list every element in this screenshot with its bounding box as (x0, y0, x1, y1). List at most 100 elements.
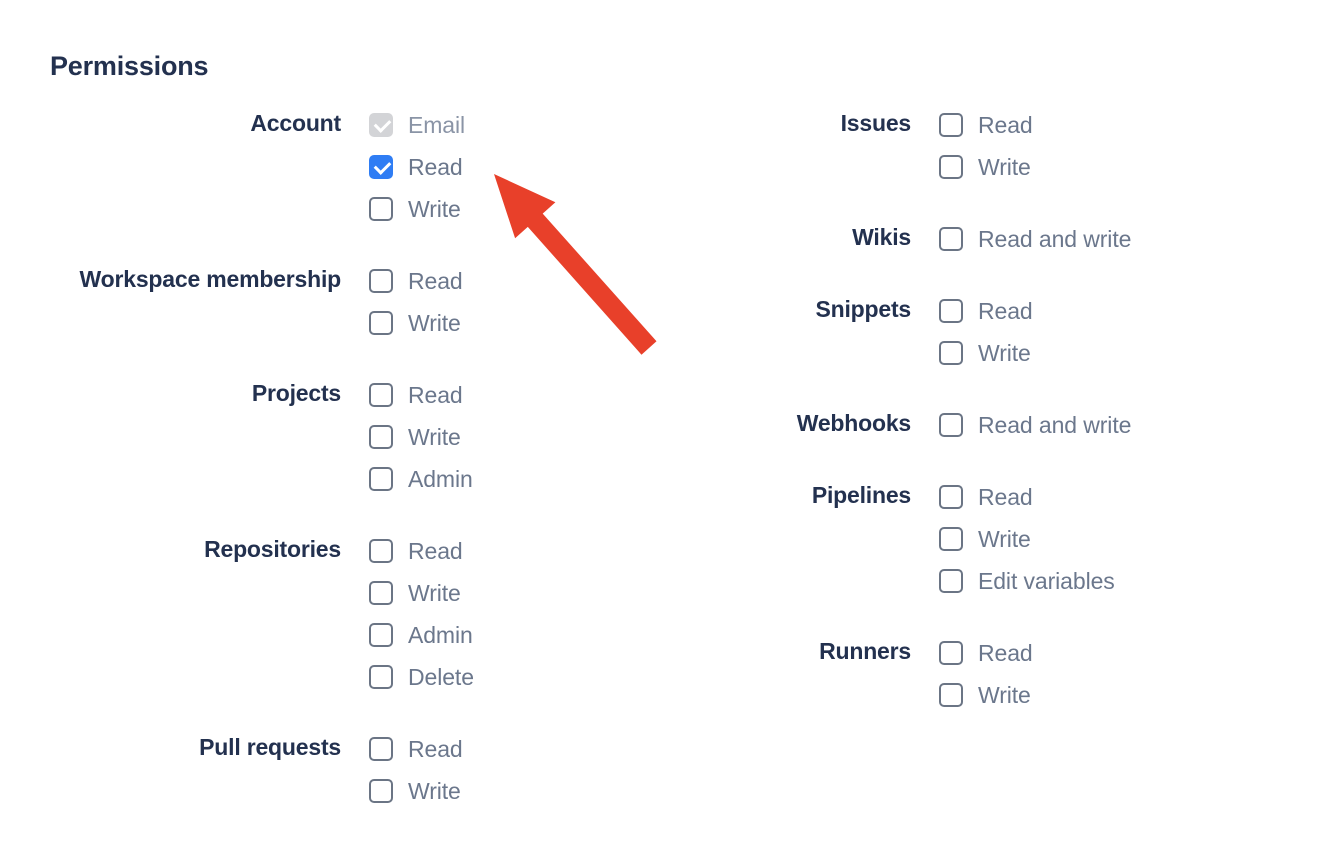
checkmark-icon (373, 115, 392, 133)
checkbox-repositories-write[interactable] (369, 581, 393, 605)
checkbox-label: Edit variables (978, 568, 1115, 594)
permission-option-row[interactable]: Write (939, 146, 1250, 188)
permission-group-label: Issues (840, 110, 912, 136)
checkbox-webhooks-read-and-write[interactable] (939, 413, 963, 437)
checkbox-label: Write (408, 424, 461, 450)
page-title: Permissions (50, 51, 209, 81)
permission-group-label: Pipelines (811, 482, 911, 508)
permission-option-row[interactable]: Read and write (939, 404, 1250, 446)
checkbox-label: Read and write (978, 226, 1132, 252)
permission-option-row[interactable]: Write (939, 332, 1250, 374)
permission-option-row[interactable]: Edit variables (939, 560, 1250, 602)
checkbox-repositories-delete[interactable] (369, 665, 393, 689)
permission-group-label: Runners (819, 638, 911, 664)
permission-option-row[interactable]: Read (939, 632, 1250, 674)
permission-group-label: Account (250, 110, 341, 136)
permission-group-webhooks: Webhooks Read and write (610, 404, 1250, 446)
checkbox-projects-admin[interactable] (369, 467, 393, 491)
permission-group-label: Repositories (204, 536, 341, 562)
permission-option-row[interactable]: Admin (369, 458, 640, 500)
permission-option-row[interactable]: Read (369, 728, 640, 770)
checkbox-label: Email (408, 112, 466, 138)
permission-group-label: Projects (251, 380, 341, 406)
permission-group-wikis: Wikis Read and write (610, 218, 1250, 260)
checkbox-runners-read[interactable] (939, 641, 963, 665)
permission-group-label: Webhooks (796, 410, 911, 436)
permission-option-row[interactable]: Read (939, 104, 1250, 146)
checkbox-label: Read (978, 112, 1033, 138)
checkbox-snippets-write[interactable] (939, 341, 963, 365)
permission-option-row[interactable]: Delete (369, 656, 640, 698)
permission-option-row[interactable]: Write (369, 188, 640, 230)
permission-group-label: Wikis (852, 224, 911, 250)
permission-option-row[interactable]: Write (369, 572, 640, 614)
checkbox-pull-requests-write[interactable] (369, 779, 393, 803)
permission-option-row[interactable]: Admin (369, 614, 640, 656)
permission-option-row[interactable]: Write (369, 416, 640, 458)
checkbox-workspace-membership-read[interactable] (369, 269, 393, 293)
checkbox-label: Read (978, 640, 1033, 666)
permission-option-row[interactable]: Email (369, 104, 640, 146)
checkbox-account-email (369, 113, 393, 137)
permission-option-row[interactable]: Read (369, 260, 640, 302)
permission-option-list: Read and write (911, 218, 1250, 260)
permission-option-row[interactable]: Write (369, 302, 640, 344)
checkbox-repositories-admin[interactable] (369, 623, 393, 647)
checkbox-label: Write (978, 340, 1031, 366)
checkbox-runners-write[interactable] (939, 683, 963, 707)
checkbox-pipelines-write[interactable] (939, 527, 963, 551)
checkbox-label: Read (978, 484, 1033, 510)
checkbox-label: Write (408, 778, 461, 804)
permission-option-row[interactable]: Write (369, 770, 640, 812)
permission-option-row[interactable]: Read (369, 530, 640, 572)
checkbox-pipelines-read[interactable] (939, 485, 963, 509)
permission-option-row[interactable]: Read (369, 374, 640, 416)
permission-option-row[interactable]: Read (939, 290, 1250, 332)
permission-option-list: Read and write (911, 404, 1250, 446)
checkbox-label: Read (978, 298, 1033, 324)
permission-option-row[interactable]: Read and write (939, 218, 1250, 260)
checkbox-issues-read[interactable] (939, 113, 963, 137)
checkbox-pipelines-edit-variables[interactable] (939, 569, 963, 593)
permission-option-row[interactable]: Read (939, 476, 1250, 518)
permission-option-row[interactable]: Write (939, 674, 1250, 716)
checkbox-label: Read (408, 538, 463, 564)
permission-option-row[interactable]: Read (369, 146, 640, 188)
checkbox-account-write[interactable] (369, 197, 393, 221)
checkbox-wikis-read-and-write[interactable] (939, 227, 963, 251)
checkbox-account-read[interactable] (369, 155, 393, 179)
checkbox-pull-requests-read[interactable] (369, 737, 393, 761)
checkbox-label: Write (408, 580, 461, 606)
checkbox-projects-read[interactable] (369, 383, 393, 407)
checkbox-snippets-read[interactable] (939, 299, 963, 323)
checkbox-repositories-read[interactable] (369, 539, 393, 563)
checkbox-label: Read (408, 382, 463, 408)
checkbox-label: Write (408, 196, 461, 222)
checkbox-issues-write[interactable] (939, 155, 963, 179)
checkbox-projects-write[interactable] (369, 425, 393, 449)
checkbox-workspace-membership-write[interactable] (369, 311, 393, 335)
permission-option-row[interactable]: Write (939, 518, 1250, 560)
permission-group-label: Pull requests (199, 734, 341, 760)
checkbox-label: Write (978, 526, 1031, 552)
checkbox-label: Read and write (978, 412, 1132, 438)
